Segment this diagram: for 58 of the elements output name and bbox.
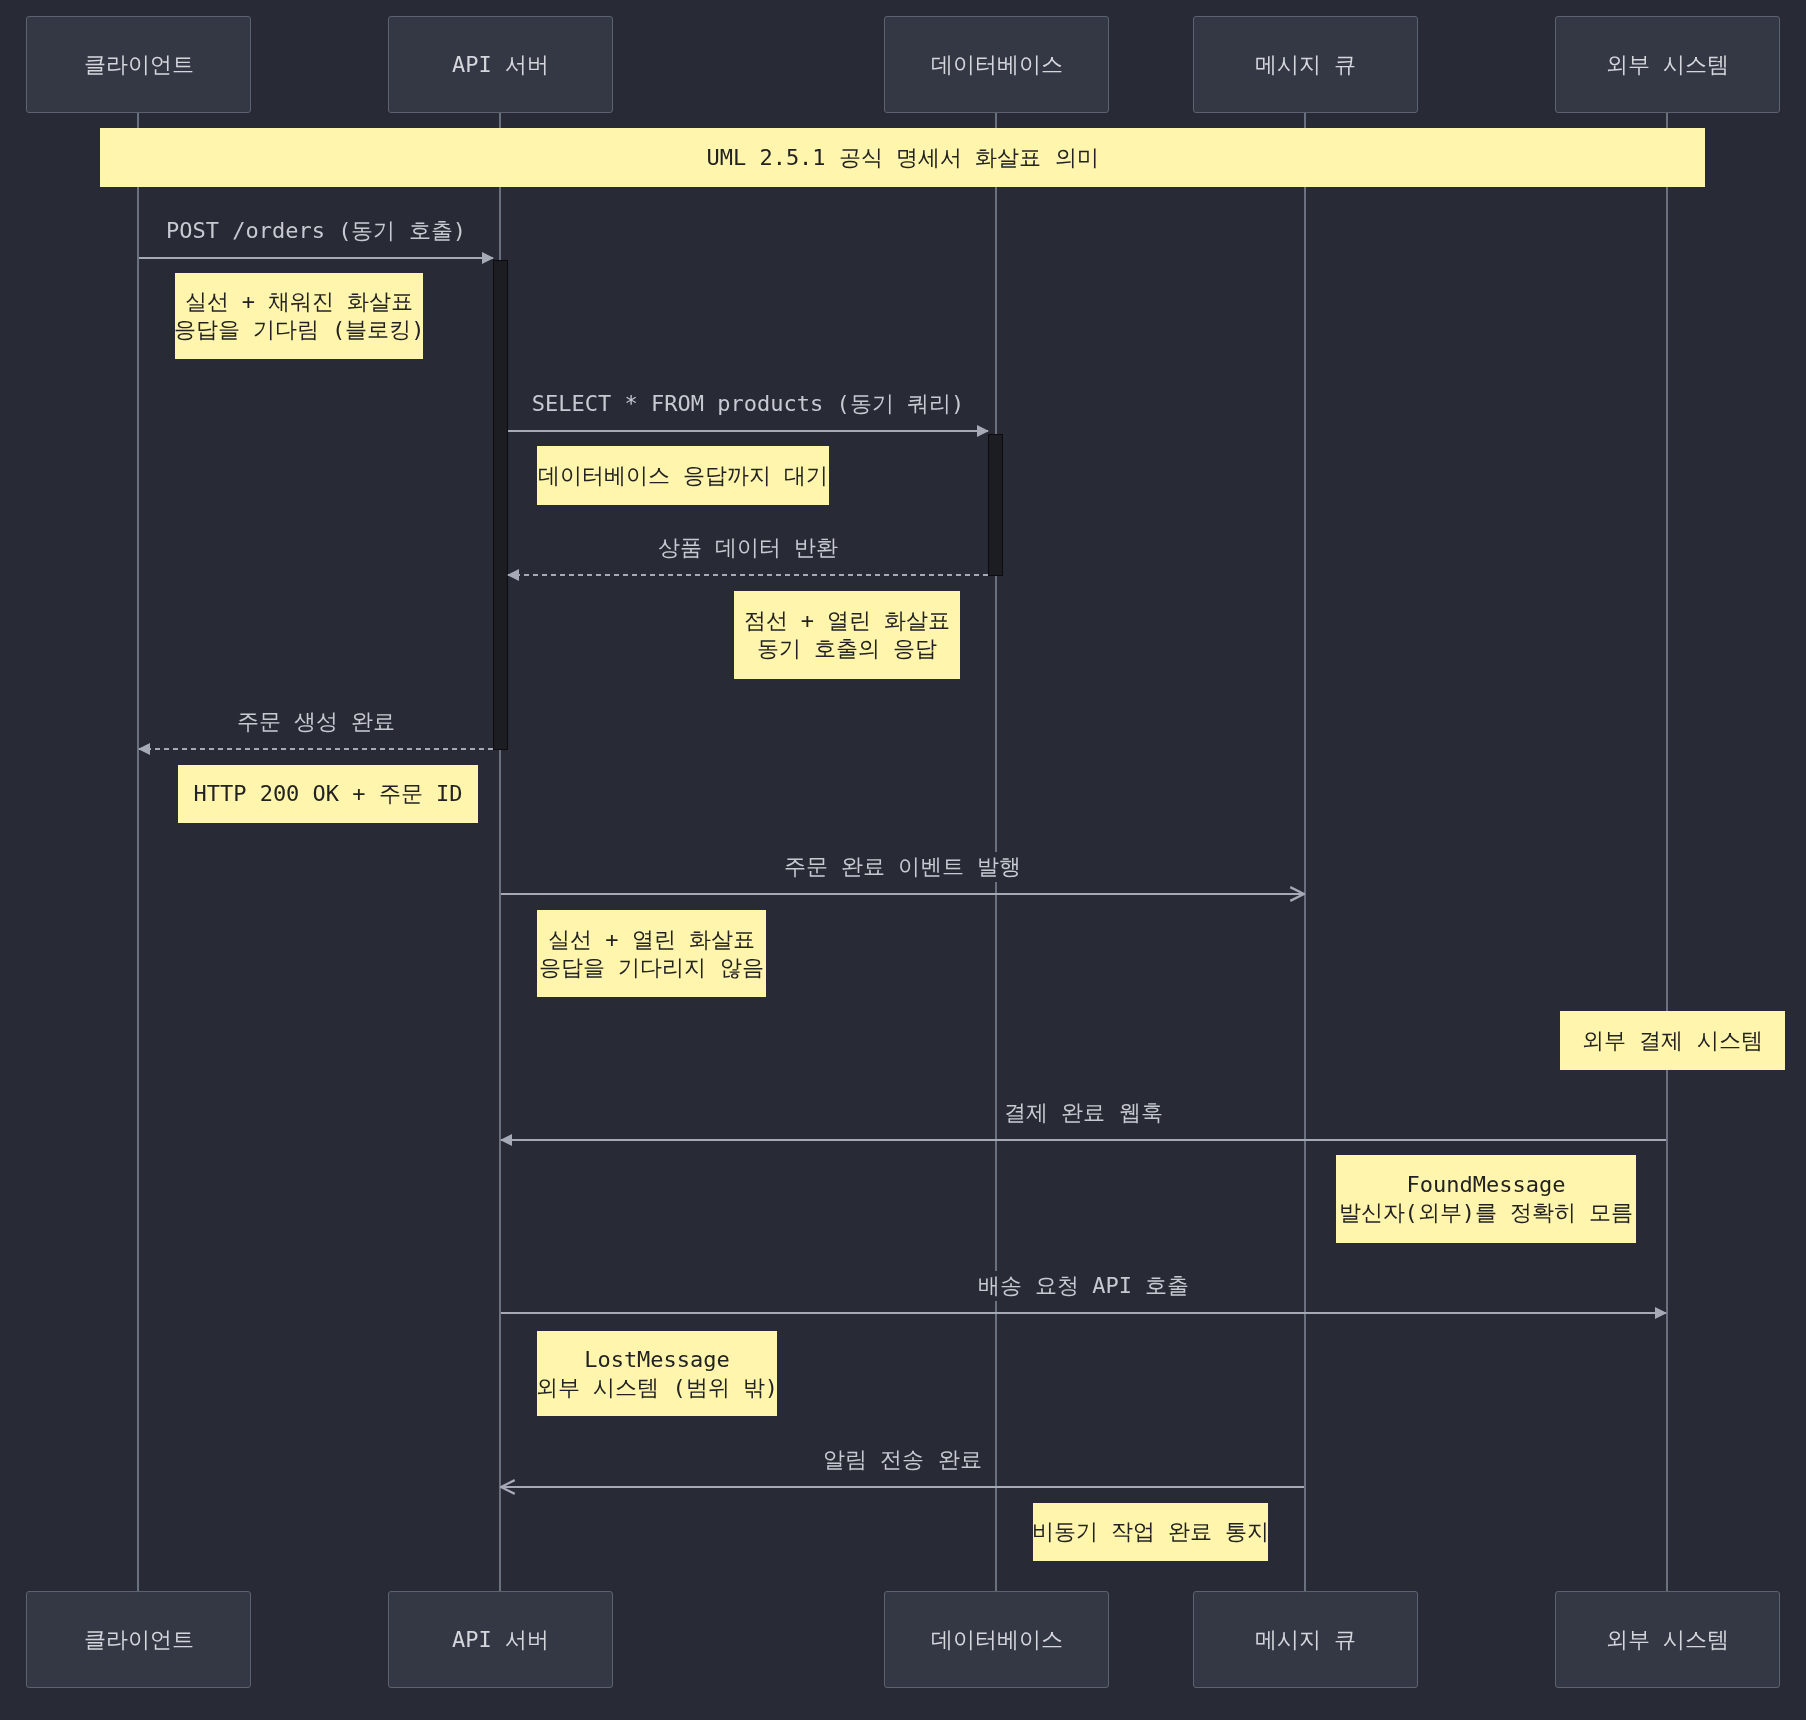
participant-box (1555, 1591, 1780, 1688)
note-box (537, 910, 766, 997)
note-box (734, 591, 960, 679)
lifeline (1666, 113, 1668, 1591)
note-text: 실선 + 열린 화살표 (548, 925, 755, 954)
note-box (178, 765, 478, 823)
participant-name: 외부 시스템 (1605, 1625, 1730, 1654)
message-arrow (138, 743, 494, 755)
note-text: 응답을 기다리지 않음 (539, 953, 764, 982)
participant-box (1193, 1591, 1418, 1688)
message-arrow (507, 569, 989, 581)
message-arrow (499, 1479, 1305, 1495)
note-box (537, 446, 829, 505)
participant-name: 데이터베이스 (930, 50, 1063, 79)
note-text: HTTP 200 OK + 주문 ID (193, 780, 463, 808)
message-arrow (507, 425, 989, 437)
note-text: FoundMessage (1406, 1171, 1566, 1199)
note-box (537, 1331, 777, 1416)
participant-box (1193, 16, 1418, 113)
note-text: 발신자(외부)를 정확히 모름 (1338, 1199, 1634, 1227)
lifeline (1304, 113, 1306, 1591)
participant-box (26, 1591, 251, 1688)
note-text: 실선 + 채워진 화살표 (184, 288, 414, 316)
participant-name: 메시지 큐 (1254, 1625, 1357, 1654)
participant-name: 클라이언트 (83, 50, 194, 79)
participant-box (26, 16, 251, 113)
note-text: 외부 시스템 (범위 밖) (535, 1373, 779, 1402)
note-text: 비동기 작업 완료 통지 (1031, 1518, 1270, 1546)
participant-box (884, 16, 1109, 113)
note-text: LostMessage (584, 1345, 730, 1374)
note-text: 동기 호출의 응답 (756, 635, 938, 663)
note-box (175, 273, 423, 359)
note-text: 점선 + 열린 화살표 (743, 607, 951, 635)
note-text: 응답을 기다림 (블로킹) (173, 316, 425, 344)
activation-bar (493, 260, 508, 750)
participant-name: API 서버 (452, 1625, 549, 1654)
note-box (1560, 1011, 1785, 1070)
message-arrow (500, 1307, 1667, 1319)
message-arrow (138, 252, 494, 264)
participant-name: 외부 시스템 (1605, 50, 1730, 79)
participant-name: 데이터베이스 (930, 1625, 1063, 1654)
note-box (100, 128, 1705, 187)
message-arrow (500, 886, 1306, 902)
participant-name: API 서버 (452, 50, 549, 79)
note-text: UML 2.5.1 공식 명세서 화살표 의미 (706, 143, 1099, 172)
activation-bar (988, 434, 1003, 576)
note-text: 외부 결제 시스템 (1582, 1026, 1763, 1055)
participant-box (388, 1591, 613, 1688)
note-box (1336, 1155, 1636, 1243)
lifeline (137, 113, 139, 1591)
participant-name: 클라이언트 (83, 1625, 194, 1654)
message-arrow (500, 1134, 1667, 1146)
note-text: 데이터베이스 응답까지 대기 (537, 461, 829, 490)
participant-box (1555, 16, 1780, 113)
participant-box (884, 1591, 1109, 1688)
participant-box (388, 16, 613, 113)
note-box (1033, 1503, 1268, 1561)
participant-name: 메시지 큐 (1254, 50, 1357, 79)
